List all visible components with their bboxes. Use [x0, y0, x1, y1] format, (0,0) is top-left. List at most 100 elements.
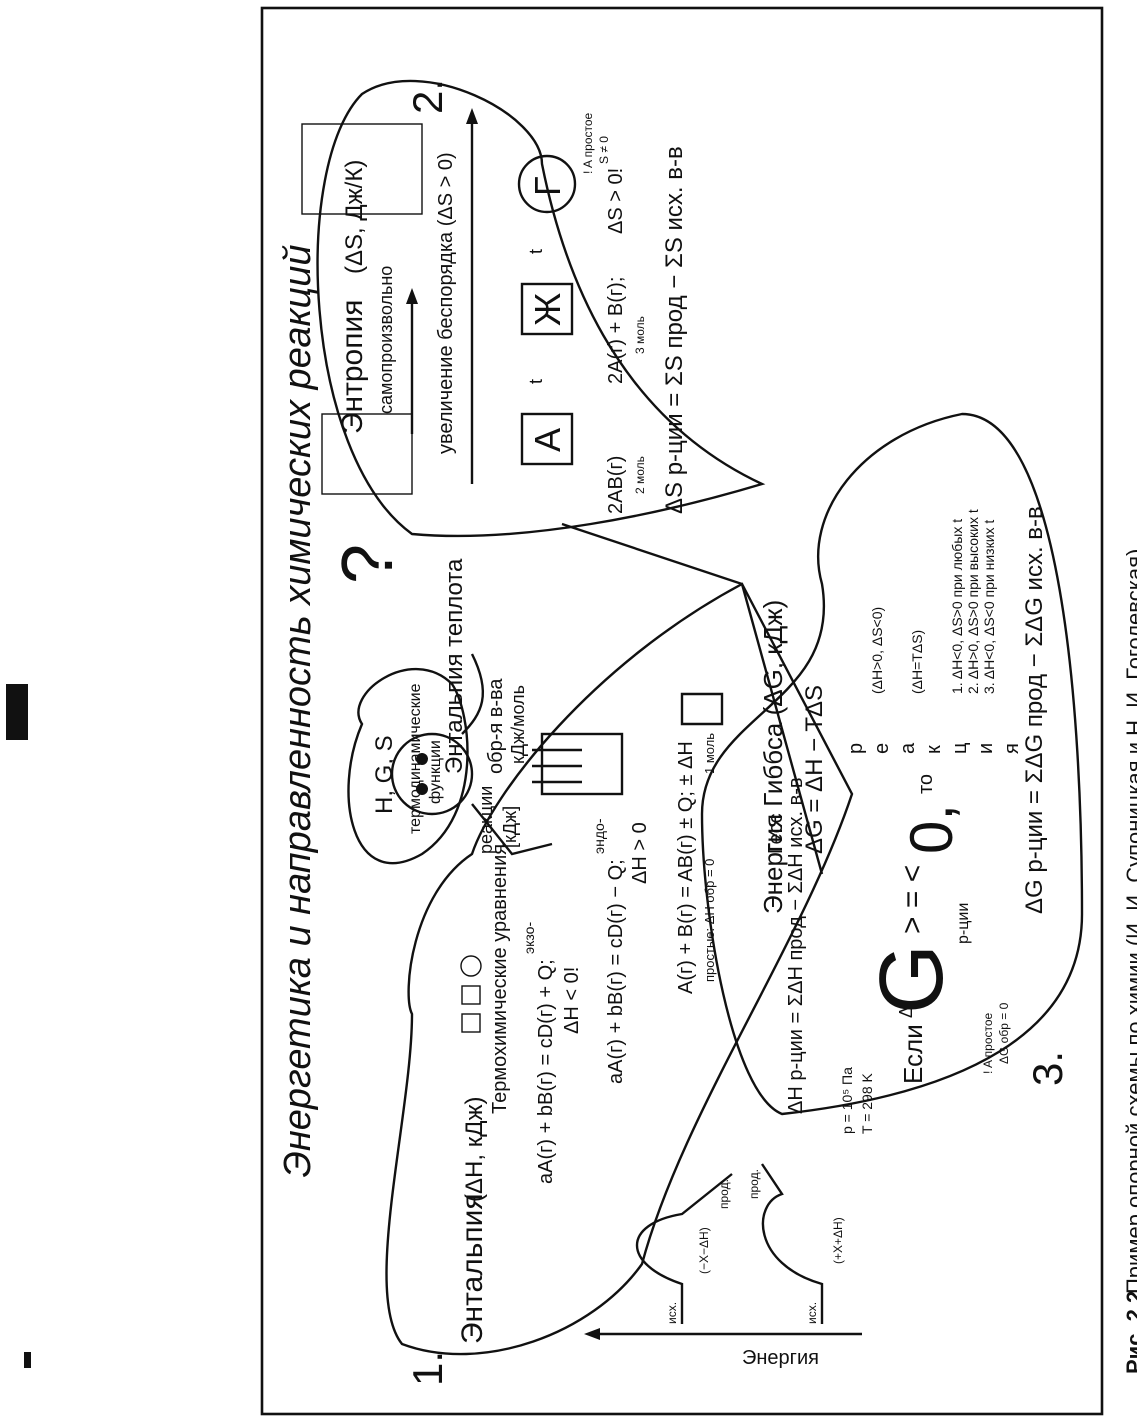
- gibbs-delta: Δ: [896, 1006, 916, 1018]
- state-gas: [517, 154, 577, 214]
- cond-temperature: T = 298 K: [859, 1072, 875, 1134]
- scan-mark-small: [24, 1352, 31, 1368]
- enthalpy-number: 1.: [404, 1351, 451, 1386]
- table-line: [740, 583, 824, 875]
- endo-mark: эндо-: [591, 818, 607, 854]
- gibbs-zero: 0,: [898, 804, 965, 854]
- gibbs-then: то: [915, 774, 937, 794]
- test-tube-rack: [540, 732, 624, 796]
- gibbs-inlet-arrow: [680, 692, 724, 726]
- state-g: Г: [527, 177, 568, 197]
- isx-label-2: исх.: [805, 1302, 819, 1324]
- enthalpy-state-icons: [460, 955, 482, 1033]
- mol-note: 1 моль: [702, 733, 717, 774]
- gibbs-heading: Энергия Гиббса (ΔG, кДж): [758, 600, 788, 914]
- cloud-letters: H, G, S: [371, 735, 398, 814]
- enthalpy-blob: [385, 582, 854, 1356]
- caption-text: Пример опорной схемы по химии (И. И. Суп…: [1122, 549, 1137, 1294]
- main-title: Энергетика и направленность химических р…: [277, 244, 319, 1177]
- cloud-line1: термодинамические: [407, 683, 424, 834]
- entropy-blob: [316, 79, 766, 538]
- entropy-eq-left-mol: 2 моль: [633, 456, 647, 494]
- enthalpy-units: (ΔH, кДж): [461, 1097, 488, 1203]
- entropy-eq-right-mol: 3 моль: [633, 316, 647, 354]
- gibbs-if: Если: [898, 1024, 928, 1084]
- dh-exo: ΔH < 0!: [561, 967, 583, 1034]
- gibbs-signs: > = <: [896, 865, 929, 934]
- cloud-shape: [347, 667, 469, 865]
- heat-label: Энтальпия теплота: [441, 558, 468, 774]
- gibbs-cond2: (ΔH=TΔS): [909, 630, 925, 694]
- spontaneous-arrowhead: [406, 288, 418, 304]
- person-head: [390, 732, 474, 816]
- gibbs-sum-formula: ΔG р-ции = ΣΔG прод − ΣΔG исх. в-в: [1021, 506, 1048, 914]
- gibbs-number: 3.: [1024, 1051, 1071, 1086]
- eq-endo: aA(г) + bB(г) = cD(г) − Q;: [605, 859, 627, 1084]
- obr-label: обр-я в-ва: [485, 678, 507, 774]
- page-frame: [260, 6, 1104, 1416]
- entropy-units: (ΔS, Дж/К): [341, 160, 368, 274]
- exo-mark: экзо-: [521, 922, 537, 954]
- particles-box-right: [301, 123, 423, 215]
- entropy-note2: S ≠ 0: [597, 136, 611, 164]
- isx-label-1: исх.: [665, 1302, 679, 1324]
- person-arm: [471, 803, 553, 856]
- temp-1: t: [526, 379, 546, 384]
- state-liquid: [520, 282, 574, 336]
- reaction-letter: к: [923, 745, 945, 754]
- question-mark: ?: [328, 544, 408, 584]
- caption-fig: Рис. 2.2.: [1122, 1285, 1137, 1374]
- reaction-letter: ц: [949, 743, 971, 754]
- hess-formula: ΔH р-ции = ΣΔH прод − ΣΔH исх. в-в: [785, 778, 807, 1114]
- functions-cloud: H, G, S термодинамические функции: [347, 667, 469, 865]
- disorder-arrowhead: [466, 108, 478, 124]
- gibbs-formula: ΔG = ΔH − TΔS: [801, 685, 828, 854]
- spontaneous-label: самопроизвольно: [376, 266, 396, 414]
- minus-x-label: (−X−ΔH): [697, 1227, 711, 1274]
- cond-pressure: p = 10⁵ Па: [839, 1067, 855, 1134]
- reaction-letter: я: [1001, 743, 1023, 754]
- energy-axis-label: Энергия: [742, 1347, 819, 1369]
- state-a: A: [527, 428, 568, 452]
- reaction-letter: е: [871, 743, 893, 754]
- prod-label-1: прод.: [717, 1179, 731, 1209]
- entropy-note1: ! A простое: [581, 112, 595, 174]
- entropy-eq-left: 2AB(г): [605, 456, 627, 514]
- table-right: [561, 522, 743, 586]
- entropy-ds-pos: ΔS > 0!: [605, 168, 627, 234]
- solid-icon: [461, 1013, 481, 1033]
- eq-formation: A(г) + B(г) = AB(г) ± Q; ± ΔH: [675, 741, 697, 994]
- temp-2: t: [526, 249, 546, 254]
- entropy-heading: Энтропия: [336, 300, 369, 435]
- plus-x-label: (+X+ΔH): [831, 1217, 845, 1264]
- gibbs-sub: р-ции: [955, 903, 972, 944]
- gibbs-case-3: 3. ΔH<0, ΔS<0 при низких t: [981, 520, 997, 694]
- energy-axis-arrow: [584, 1328, 600, 1340]
- person-eye-right: [416, 753, 428, 765]
- endo-curve: [761, 1163, 824, 1324]
- thermo-eq-label: Термохимические уравнения: [489, 844, 511, 1114]
- entropy-formula: ΔS р-ции = ΣS прод − ΣS исх. в-в: [661, 146, 688, 514]
- scan-mark-block: [6, 684, 28, 740]
- reaction-letter: р: [845, 743, 867, 754]
- gibbs-note1: ! A простое: [981, 1012, 995, 1074]
- exo-curve: [636, 1173, 733, 1324]
- hess-name: Гесс: [765, 813, 787, 854]
- rotated-content: Энергетика и направленность химических р…: [277, 79, 1137, 1386]
- kj-mol-label: кДж/моль: [508, 685, 528, 764]
- reaction-letter: и: [975, 743, 997, 754]
- particles-box-left: [321, 413, 413, 495]
- state-zh: Ж: [527, 293, 568, 326]
- gas-icon: [460, 955, 482, 977]
- gibbs-note2: ΔG обр = 0: [997, 1002, 1011, 1064]
- disorder-label: увеличение беспорядка (ΔS > 0): [435, 152, 457, 454]
- cloud-line2: функции: [427, 740, 444, 804]
- gibbs-case-2: 2. ΔH>0, ΔS>0 при высоких t: [965, 509, 981, 694]
- liquid-icon: [461, 985, 481, 1005]
- dh-endo: ΔH > 0: [629, 822, 651, 884]
- gibbs-big-g: G: [862, 944, 962, 1014]
- state-solid: [520, 412, 574, 466]
